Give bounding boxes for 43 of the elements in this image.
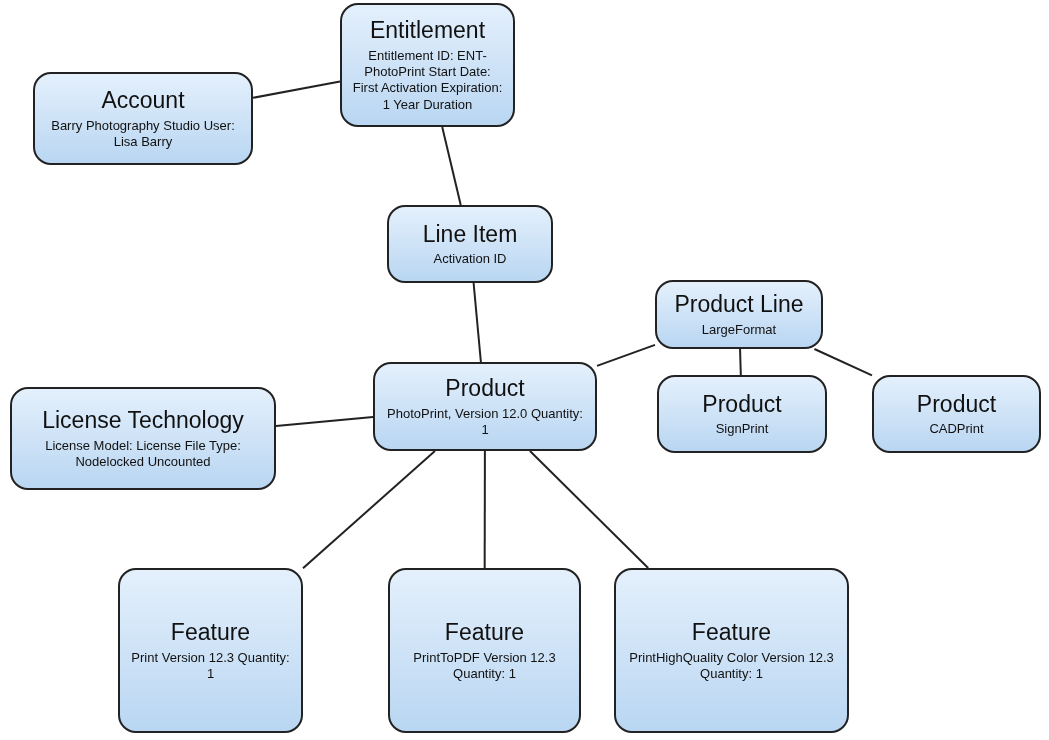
box-details: CADPrint — [929, 421, 984, 438]
box-details: SignPrint — [715, 421, 769, 438]
connector-line — [528, 450, 650, 569]
entity-box — [340, 3, 515, 127]
box-details: PrintToPDF Version 12.3 Quantity: 1 — [412, 649, 557, 683]
box-details: Barry Photography Studio User: Lisa Barry — [50, 117, 236, 151]
entity-box — [872, 375, 1041, 453]
connector-line — [739, 348, 742, 376]
box-title: Feature — [691, 618, 772, 647]
box-details: License Model: License File Type: Nodelocked Uncounted — [44, 437, 242, 471]
entity-box — [657, 375, 827, 453]
connector-line — [813, 348, 873, 377]
connector-line — [275, 416, 374, 428]
connector-line — [252, 80, 341, 99]
box-details: LargeFormat — [701, 321, 777, 338]
entity-box — [10, 387, 276, 490]
connector-line — [302, 450, 436, 570]
box-details: PrintHighQuality Color Version 12.3 Quantity: 1 — [628, 649, 835, 683]
box-details: PhotoPrint, Version 12.0 Quantity: 1 — [386, 405, 584, 439]
entity-box — [118, 568, 303, 733]
connector-line — [472, 282, 482, 363]
entity-box — [614, 568, 849, 733]
box-title: Product Line — [674, 291, 804, 319]
box-title: Line Item — [422, 220, 518, 249]
connector-line — [483, 450, 486, 569]
entity-box — [387, 205, 553, 283]
box-title: Account — [101, 86, 185, 115]
entity-box — [33, 72, 253, 165]
box-title: Product — [445, 374, 525, 403]
box-title: Entitlement — [369, 17, 486, 45]
connector-line — [596, 343, 656, 367]
entity-box — [388, 568, 581, 733]
box-details: Activation ID — [433, 251, 507, 268]
box-title: Feature — [170, 618, 251, 647]
connector-line — [441, 126, 462, 206]
box-title: Feature — [444, 618, 525, 647]
box-title: Product — [916, 390, 997, 419]
box-details: Print Version 12.3 Quantity: 1 — [130, 649, 291, 683]
entity-box — [655, 280, 823, 349]
box-title: License Technology — [42, 406, 244, 435]
entity-box — [373, 362, 597, 451]
box-details: Entitlement ID: ENT-PhotoPrint Start Date: First Activation Expiration: 1 Year Duration — [351, 47, 504, 113]
box-title: Product — [702, 390, 782, 419]
